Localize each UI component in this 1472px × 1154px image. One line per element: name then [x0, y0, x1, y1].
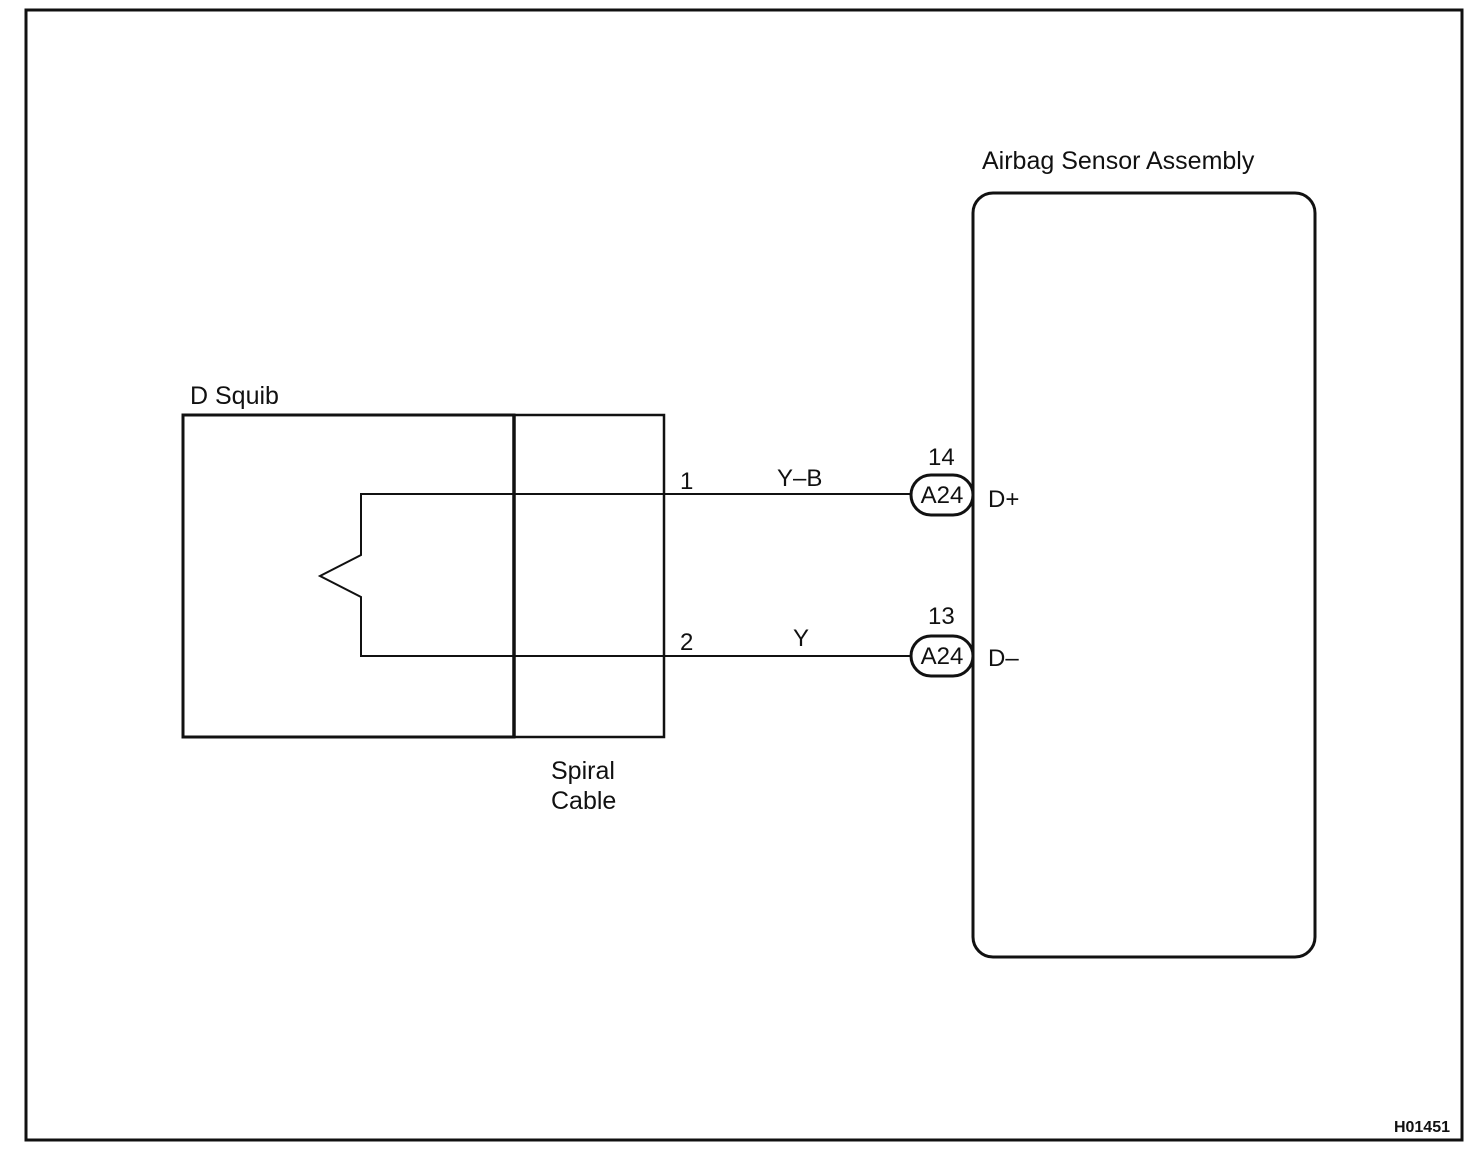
connector-2-pin-number: 13 [928, 603, 955, 630]
spiral-cable-label-line2: Cable [551, 787, 616, 815]
squib-label: D Squib [190, 382, 279, 410]
sensor-assembly-box [971, 191, 1317, 959]
spiral-cable-box [512, 413, 666, 739]
wire-1-spiral-pin: 1 [680, 468, 693, 495]
connector-2-code: A24 [921, 643, 964, 670]
connector-1-code: A24 [921, 482, 964, 509]
diagram-frame [24, 8, 1464, 1142]
wire-1-color: Y–B [777, 465, 822, 492]
figure-code: H01451 [1394, 1119, 1450, 1136]
spiral-cable-label-line1: Spiral [551, 757, 615, 785]
connector-1-pin-number: 14 [928, 444, 955, 471]
squib-box [181, 413, 516, 739]
wire-2-spiral-pin: 2 [680, 629, 693, 656]
terminal-d-minus: D– [988, 645, 1019, 672]
squib-element-symbol [317, 493, 910, 657]
terminal-d-plus: D+ [988, 486, 1019, 513]
wire-2-color: Y [793, 625, 809, 652]
sensor-assembly-label: Airbag Sensor Assembly [982, 147, 1255, 175]
